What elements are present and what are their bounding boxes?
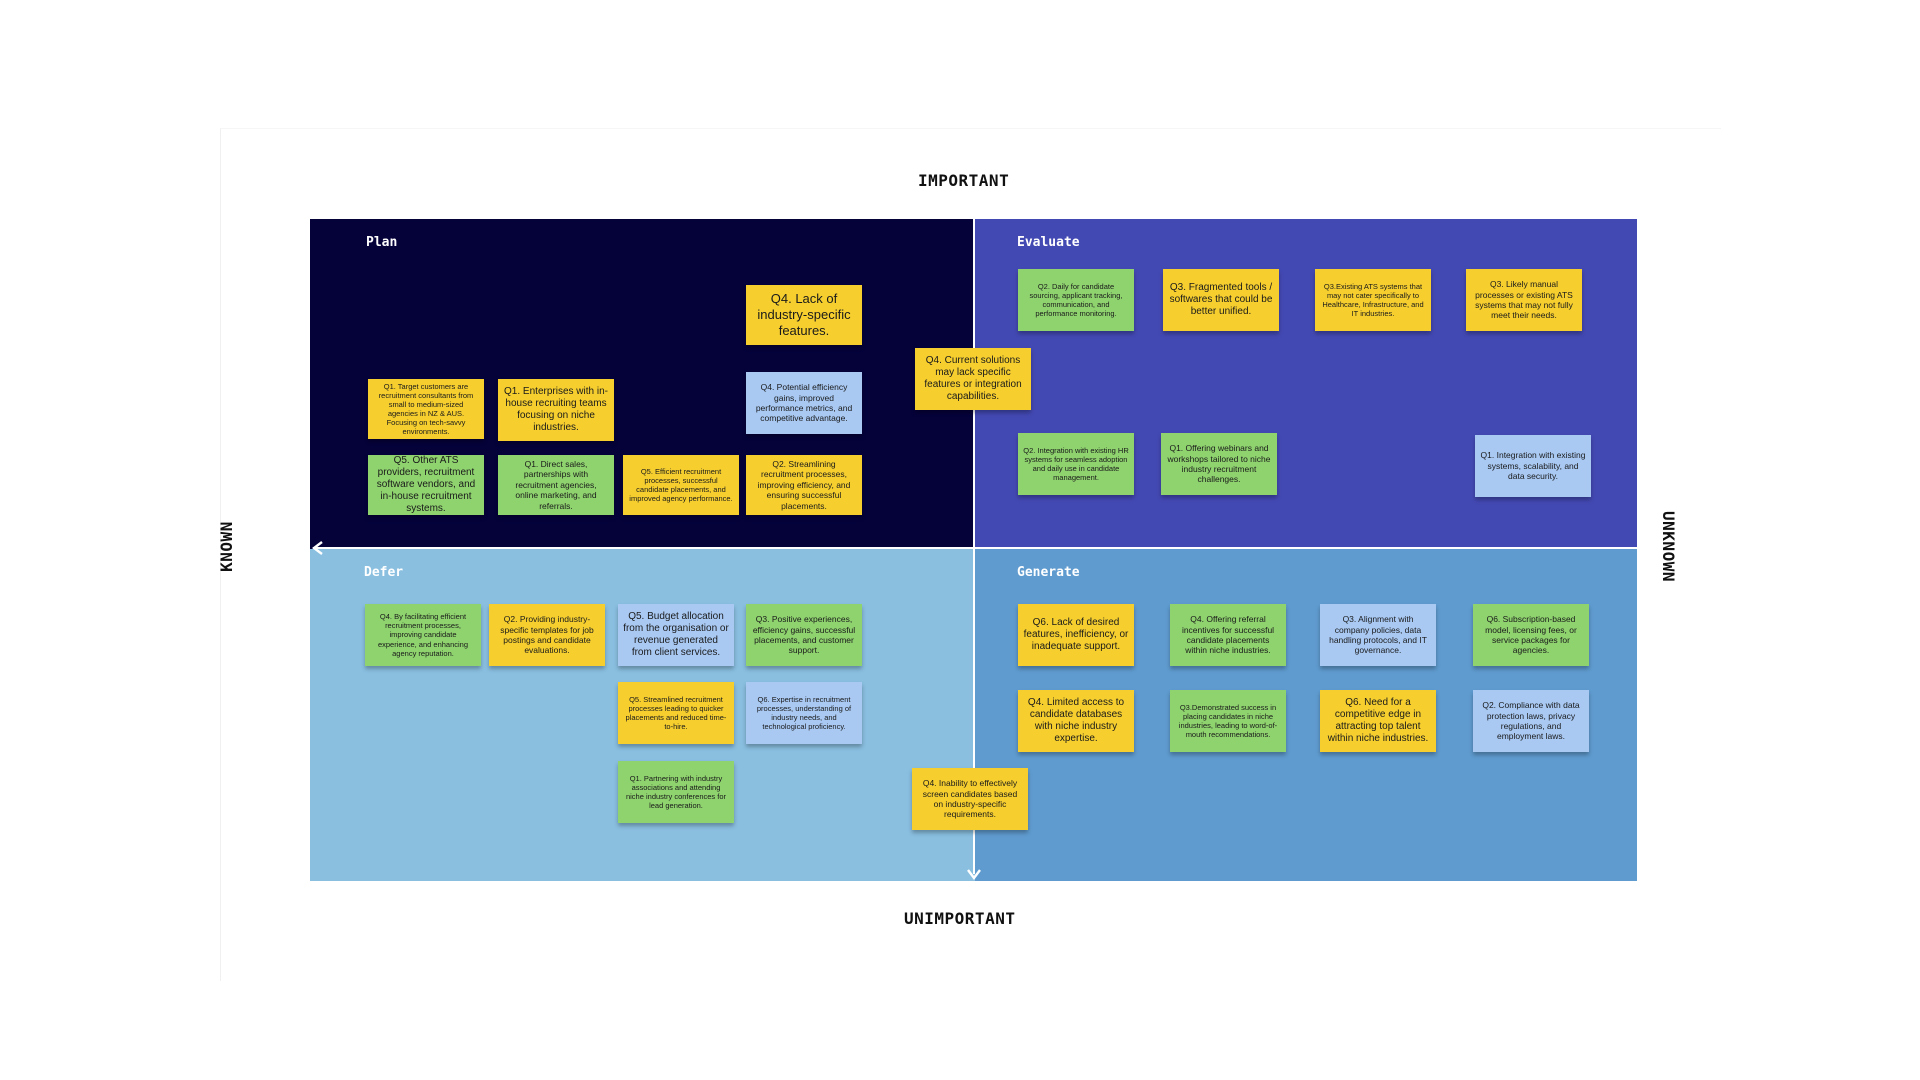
sticky-note[interactable]: Q3.Demonstrated success in placing candi… <box>1170 690 1286 752</box>
sticky-note[interactable]: Q4. Current solutions may lack specific … <box>915 348 1031 410</box>
sticky-note[interactable]: Q1. Integration with existing systems, s… <box>1475 435 1591 497</box>
quadrant-title-plan: Plan <box>366 235 398 250</box>
sticky-note[interactable]: Q3.Existing ATS systems that may not cat… <box>1315 269 1431 331</box>
sticky-note[interactable]: Q5. Budget allocation from the organisat… <box>618 604 734 666</box>
sticky-note[interactable]: Q5. Other ATS providers, recruitment sof… <box>368 455 484 515</box>
quadrant-title-generate: Generate <box>1017 565 1080 580</box>
sticky-note[interactable]: Q2. Compliance with data protection laws… <box>1473 690 1589 752</box>
sticky-note[interactable]: Q4. Inability to effectively screen cand… <box>912 768 1028 830</box>
sticky-note[interactable]: Q1. Offering webinars and workshops tail… <box>1161 433 1277 495</box>
sticky-note[interactable]: Q3. Fragmented tools / softwares that co… <box>1163 269 1279 331</box>
sticky-note[interactable]: Q2. Providing industry-specific template… <box>489 604 605 666</box>
sticky-note[interactable]: Q5. Efficient recruitment processes, suc… <box>623 455 739 515</box>
horizontal-axis-line <box>313 547 1637 549</box>
sticky-note[interactable]: Q4. Lack of industry-specific features. <box>746 285 862 345</box>
vertical-axis-line <box>973 219 975 874</box>
sticky-note[interactable]: Q3. Positive experiences, efficiency gai… <box>746 604 862 666</box>
arrow-down-icon <box>967 869 981 880</box>
quadrant-title-evaluate: Evaluate <box>1017 235 1080 250</box>
axis-label-unknown: UNKNOWN <box>1658 511 1678 582</box>
sticky-note[interactable]: Q5. Streamlined recruitment processes le… <box>618 682 734 744</box>
sticky-note[interactable]: Q1. Direct sales, partnerships with recr… <box>498 455 614 515</box>
whiteboard-canvas: IMPORTANT UNIMPORTANT KNOWN UNKNOWN Plan… <box>216 128 1721 981</box>
sticky-note[interactable]: Q4. By facilitating efficient recruitmen… <box>365 604 481 666</box>
sticky-note[interactable]: Q2. Daily for candidate sourcing, applic… <box>1018 269 1134 331</box>
sticky-note[interactable]: Q4. Limited access to candidate database… <box>1018 690 1134 752</box>
sticky-note[interactable]: Q1. Enterprises with in-house recruiting… <box>498 379 614 441</box>
arrow-left-icon <box>312 541 323 555</box>
sticky-note[interactable]: Q4. Potential efficiency gains, improved… <box>746 372 862 434</box>
sticky-note[interactable]: Q4. Offering referral incentives for suc… <box>1170 604 1286 666</box>
sticky-note[interactable]: Q6. Need for a competitive edge in attra… <box>1320 690 1436 752</box>
sticky-note[interactable]: Q1. Target customers are recruitment con… <box>368 379 484 439</box>
sticky-note[interactable]: Q2. Streamlining recruitment processes, … <box>746 455 862 515</box>
axis-label-known: KNOWN <box>216 521 236 572</box>
quadrant-title-defer: Defer <box>364 565 404 580</box>
sticky-note[interactable]: Q3. Likely manual processes or existing … <box>1466 269 1582 331</box>
sticky-note[interactable]: Q2. Integration with existing HR systems… <box>1018 433 1134 495</box>
axis-label-important: IMPORTANT <box>918 171 1010 190</box>
sticky-note[interactable]: Q1. Partnering with industry association… <box>618 761 734 823</box>
sticky-note[interactable]: Q6. Lack of desired features, inefficien… <box>1018 604 1134 666</box>
axis-label-unimportant: UNIMPORTANT <box>904 909 1016 928</box>
sticky-note[interactable]: Q3. Alignment with company policies, dat… <box>1320 604 1436 666</box>
sticky-note[interactable]: Q6. Subscription-based model, licensing … <box>1473 604 1589 666</box>
sticky-note[interactable]: Q6. Expertise in recruitment processes, … <box>746 682 862 744</box>
